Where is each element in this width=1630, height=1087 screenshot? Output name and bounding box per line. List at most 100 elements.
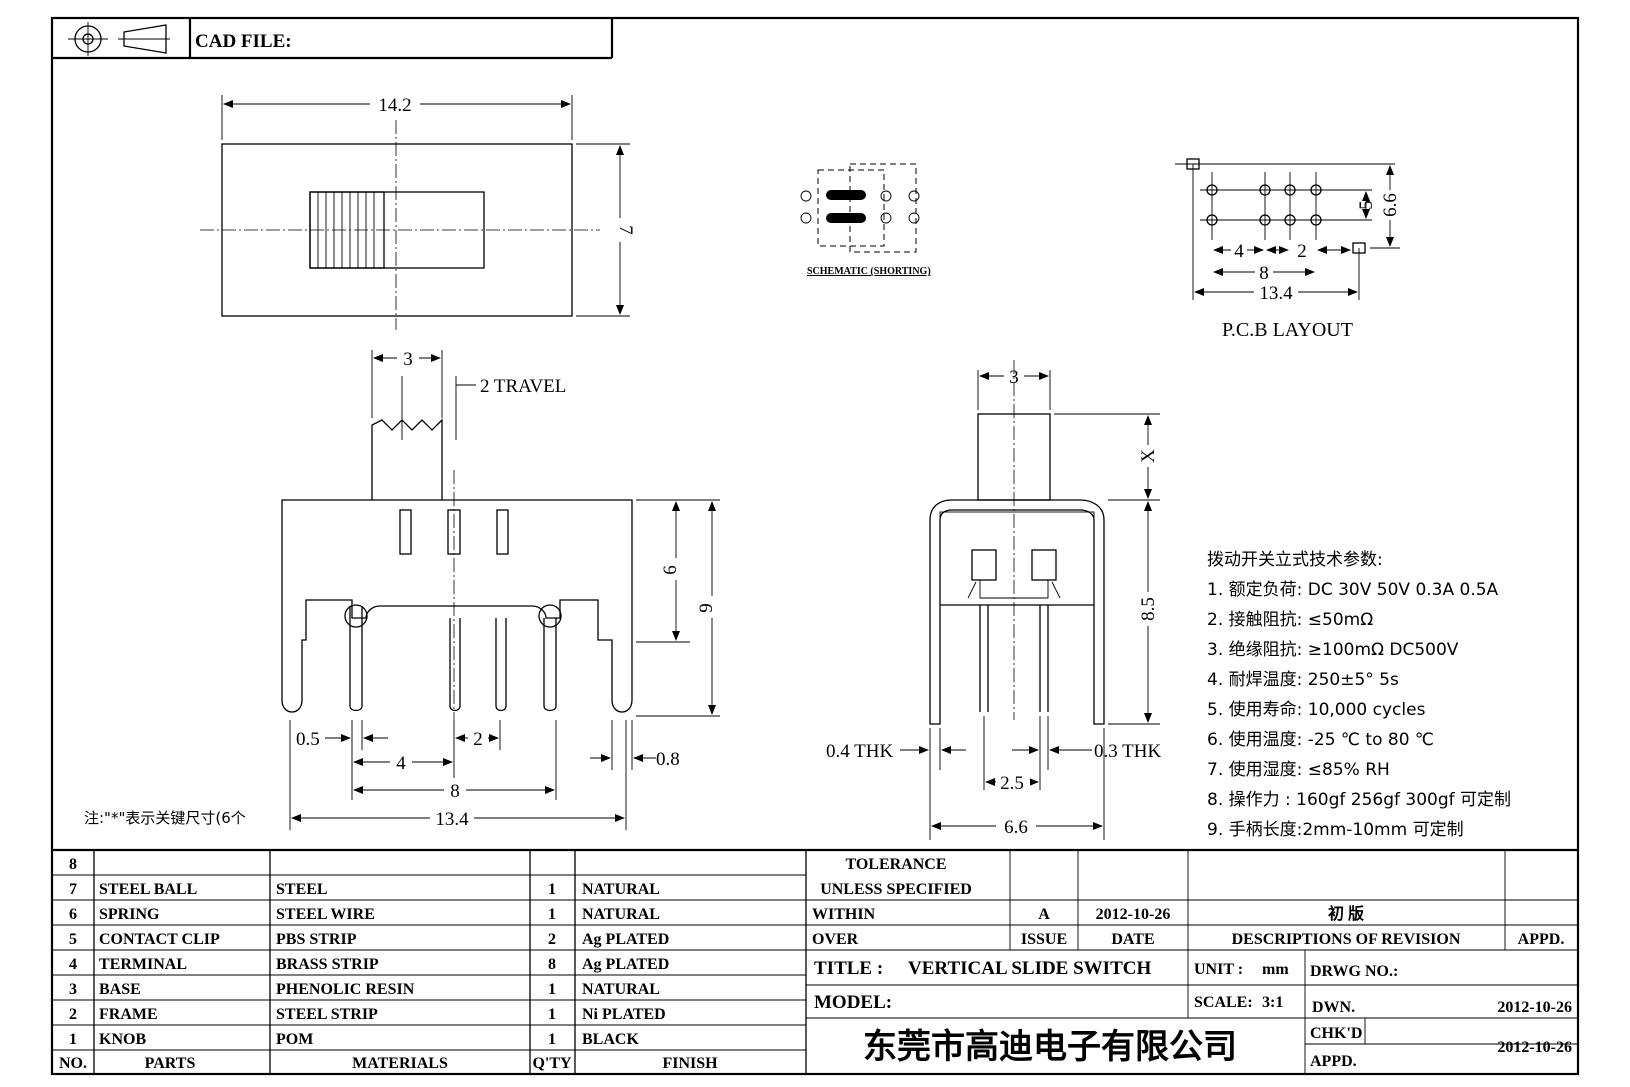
bom-qty: 2 — [548, 931, 556, 948]
tolerance-label: TOLERANCE — [845, 856, 946, 873]
spec-item: 2. 接触阻抗: ≤50mΩ — [1207, 610, 1373, 630]
bom-qty: 8 — [548, 956, 556, 973]
scale-value: 3:1 — [1262, 994, 1283, 1011]
pcb-dim-66: 6.6 — [1380, 193, 1401, 217]
bom-finish: NATURAL — [582, 981, 660, 998]
bom-part: FRAME — [99, 1006, 158, 1023]
bom-part: KNOB — [99, 1031, 146, 1048]
bom-no: 5 — [69, 931, 77, 948]
dim-pitch-2: 2 — [473, 729, 483, 750]
bom-no: 3 — [69, 981, 77, 998]
bom-table — [52, 848, 1578, 1074]
pcb-dim-8: 8 — [1259, 263, 1269, 284]
bom-row: 4 TERMINAL BRASS STRIP 8 Ag PLATED — [69, 956, 669, 973]
spec-item: 8. 操作力 : 160gf 256gf 300gf 可定制 — [1207, 790, 1511, 810]
bom-row: 5 CONTACT CLIP PBS STRIP 2 Ag PLATED — [69, 931, 669, 948]
dwn-label: DWN. — [1312, 999, 1355, 1016]
bom-no: 6 — [69, 906, 77, 923]
bom-header-no: NO. — [59, 1055, 87, 1072]
bom-header-finish: FINISH — [662, 1055, 718, 1072]
revision-desc: 初 版 — [1328, 904, 1364, 923]
dim-pitch-4: 4 — [396, 753, 406, 774]
bom-part: SPRING — [99, 906, 160, 923]
chkd-date: 2012-10-26 — [1497, 1039, 1572, 1056]
revision-date: 2012-10-26 — [1096, 906, 1171, 923]
spec-list: 拨动开关立式技术参数: 1. 额定负荷: DC 30V 50V 0.3A 0.5… — [1207, 550, 1511, 840]
bom-finish: NATURAL — [582, 881, 660, 898]
dwn-date: 2012-10-26 — [1497, 999, 1572, 1016]
bom-part: BASE — [99, 981, 141, 998]
spec-item: 6. 使用温度: -25 ℃ to 80 ℃ — [1207, 729, 1434, 750]
bom-material: STEEL STRIP — [276, 1006, 378, 1023]
dim-height-9: 9 — [696, 603, 717, 613]
chkd-label: CHK'D — [1310, 1025, 1362, 1042]
bom-qty: 1 — [548, 1031, 556, 1048]
bom-finish: Ag PLATED — [582, 931, 669, 948]
appd2-label: APPD. — [1310, 1053, 1357, 1070]
revision-letter: A — [1038, 906, 1050, 923]
spec-item: 7. 使用湿度: ≤85% RH — [1207, 759, 1390, 780]
bom-finish: NATURAL — [582, 906, 660, 923]
bom-header-qty: Q'TY — [532, 1055, 572, 1072]
side-view: 3 X 8.5 0.4 THK — [826, 360, 1161, 840]
note-key-dimensions: 注:"*"表示关键尺寸(6个 — [84, 809, 246, 827]
unit-label: UNIT : — [1194, 961, 1243, 978]
descriptions-label: DESCRIPTIONS OF REVISION — [1232, 931, 1461, 948]
bom-no: 1 — [69, 1031, 77, 1048]
bom-qty: 1 — [548, 906, 556, 923]
dim-top-height: 7 — [615, 225, 636, 235]
bom-finish: Ni PLATED — [582, 1006, 666, 1023]
pcb-dim-134: 13.4 — [1259, 283, 1293, 304]
bom-row: 7 STEEL BALL STEEL 1 NATURAL — [69, 881, 660, 898]
front-view: 3 2 TRAVEL 6 9 — [84, 346, 724, 830]
bom-qty: 1 — [548, 1006, 556, 1023]
pcb-dim-2: 2 — [1297, 241, 1307, 262]
pcb-layout: 5 6.6 4 2 8 13.4 P.C.B LAYOUT — [1175, 158, 1401, 341]
dim-knob-width: 3 — [403, 349, 413, 370]
title-label: TITLE : — [814, 958, 883, 979]
bom-qty: 1 — [548, 881, 556, 898]
bom-part: TERMINAL — [99, 956, 187, 973]
dim-top-width: 14.2 — [378, 95, 411, 116]
bom-material: BRASS STRIP — [276, 956, 379, 973]
title-value: VERTICAL SLIDE SWITCH — [908, 958, 1151, 979]
side-dim-x: X — [1138, 449, 1159, 463]
bom-material: STEEL — [276, 881, 328, 898]
bom-part: CONTACT CLIP — [99, 931, 220, 948]
spec-item: 1. 额定负荷: DC 30V 50V 0.3A 0.5A — [1207, 580, 1499, 600]
model-label: MODEL: — [814, 992, 892, 1013]
dim-travel: 2 TRAVEL — [480, 376, 566, 397]
unless-label: UNLESS SPECIFIED — [820, 881, 972, 898]
bom-finish: BLACK — [582, 1031, 639, 1048]
dim-pin-08: 0.8 — [656, 749, 680, 770]
projection-symbol-icon — [68, 22, 170, 56]
within-label: WITHIN — [812, 906, 876, 923]
bom-row: 6 SPRING STEEL WIRE 1 NATURAL — [69, 906, 660, 923]
schematic-diagram: SCHEMATIC (SHORTING) — [800, 163, 931, 277]
spec-item: 9. 手柄长度:2mm-10mm 可定制 — [1207, 820, 1464, 840]
side-dim-85: 8.5 — [1138, 597, 1159, 621]
schematic-label: SCHEMATIC (SHORTING) — [807, 266, 931, 277]
company-name: 东莞市高迪电子有限公司 — [863, 1027, 1237, 1067]
appd-label: APPD. — [1518, 931, 1565, 948]
dim-pin-05: 0.5 — [296, 729, 320, 750]
dim-span-8: 8 — [450, 781, 460, 802]
bom-no: 7 — [69, 881, 77, 898]
bom-material: PBS STRIP — [276, 931, 357, 948]
unit-value: mm — [1262, 961, 1289, 978]
over-label: OVER — [812, 931, 859, 948]
bom-material: POM — [276, 1031, 313, 1048]
bom-part: STEEL BALL — [99, 881, 197, 898]
bom-header: NO. PARTS MATERIALS Q'TY FINISH — [59, 1055, 718, 1072]
bom-material: STEEL WIRE — [276, 906, 375, 923]
pcb-dim-5: 5 — [1356, 200, 1377, 210]
bom-row: 2 FRAME STEEL STRIP 1 Ni PLATED — [69, 1006, 666, 1023]
cad-header: CAD FILE: — [52, 18, 614, 60]
bom-finish: Ag PLATED — [582, 956, 669, 973]
bom-no: 4 — [69, 956, 77, 973]
bom-no: 8 — [69, 856, 77, 873]
bom-qty: 1 — [548, 981, 556, 998]
bom-material: PHENOLIC RESIN — [276, 981, 415, 998]
date-label: DATE — [1111, 931, 1154, 948]
